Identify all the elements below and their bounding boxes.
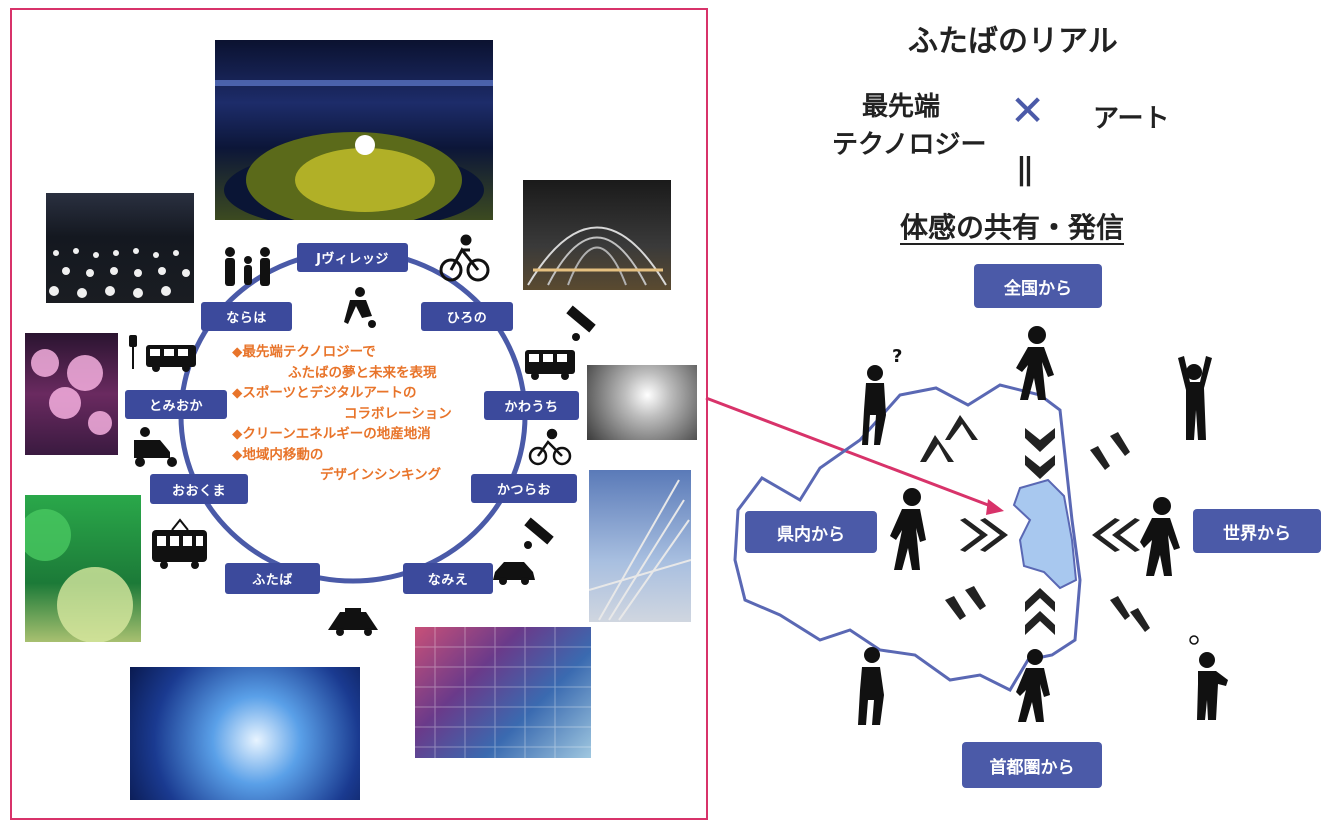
surprised-person-icon — [1189, 635, 1228, 720]
feature-2: ◆スポーツとデジタルアートの — [232, 385, 417, 401]
dome-structure-photo — [523, 180, 671, 290]
satellite-icon — [566, 305, 596, 341]
prefecture-outline — [733, 383, 1082, 692]
walking-person-icon-right — [1140, 497, 1180, 576]
station-j-village[interactable]: Jヴィレッジ — [297, 243, 408, 272]
calling-person-icon — [858, 647, 884, 725]
walking-person-icon-left — [890, 488, 926, 570]
equals-sign: || — [1016, 152, 1034, 187]
station-futaba[interactable]: ふたば — [225, 563, 320, 594]
tech-label-line2: テクノロジー — [832, 130, 987, 160]
family-icon — [225, 247, 270, 286]
stadium-photo — [215, 40, 493, 220]
feature-1: ◆最先端テクノロジーで — [232, 344, 376, 360]
station-naraha[interactable]: ならは — [201, 302, 292, 331]
feature-list: ◆最先端テクノロジーで ふたばの夢と未来を表現 ◆スポーツとデジタルアートの コ… — [232, 342, 452, 486]
station-hirono[interactable]: ひろの — [421, 302, 513, 331]
bus-stop-icon — [129, 335, 196, 372]
station-tomioka[interactable]: とみおか — [125, 390, 227, 419]
tunnel-light-photo — [130, 667, 360, 800]
bicycle-icon — [439, 234, 490, 282]
futaba-area — [1012, 478, 1078, 590]
from-prefecture-label: 県内から — [745, 511, 877, 553]
from-capital-label: 首都圏から — [962, 742, 1102, 788]
walking-person-icon-top — [1016, 326, 1054, 400]
station-namie[interactable]: なみえ — [403, 563, 493, 594]
left-panel-frame — [10, 8, 708, 820]
white-light-photo — [587, 365, 697, 440]
scooter-icon — [134, 427, 177, 467]
car-icon — [493, 562, 535, 585]
sakura-night-photo — [25, 333, 118, 455]
questioning-person-icon: ? — [862, 346, 902, 445]
result-label: 体感の共有・発信 — [900, 211, 1125, 244]
taxi-icon — [328, 608, 378, 636]
feature-4: ◆地域内移動の — [232, 446, 324, 463]
cheering-person-icon — [1178, 356, 1212, 440]
walking-person-icon-bottom — [1016, 649, 1050, 722]
transport-icons — [129, 234, 596, 636]
station-katsurao[interactable]: かつらお — [471, 474, 577, 503]
train-icon — [152, 518, 207, 569]
glass-canopy-photo — [589, 470, 691, 622]
soccer-player-icon — [344, 287, 376, 328]
svg-text:?: ? — [892, 346, 902, 367]
station-okuma[interactable]: おおくま — [150, 474, 248, 504]
station-kawauchi[interactable]: かわうち — [484, 391, 579, 420]
cross-icon: ✕ — [1010, 86, 1046, 135]
feature-3: ◆クリーンエネルギーの地産地消 — [232, 426, 431, 442]
from-world-label: 世界から — [1193, 509, 1321, 553]
cyclist-icon — [528, 428, 572, 466]
digital-art-photo — [415, 627, 591, 758]
feature-1-cont: ふたばの夢と未来を表現 — [288, 364, 437, 381]
bus-icon — [525, 350, 575, 380]
feature-4-cont: デザインシンキング — [320, 467, 442, 483]
tech-label-line1: 最先端 — [862, 92, 941, 122]
light-field-photo — [46, 193, 194, 303]
right-title: ふたばのリアル — [908, 24, 1118, 59]
map-arrow-icon — [920, 415, 1150, 635]
art-label: アート — [1093, 104, 1170, 134]
green-sphere-photo — [25, 495, 141, 642]
feature-2-cont: コラボレーション — [344, 405, 452, 422]
satellite-icon-2 — [524, 517, 554, 549]
from-nation-label: 全国から — [974, 264, 1102, 308]
